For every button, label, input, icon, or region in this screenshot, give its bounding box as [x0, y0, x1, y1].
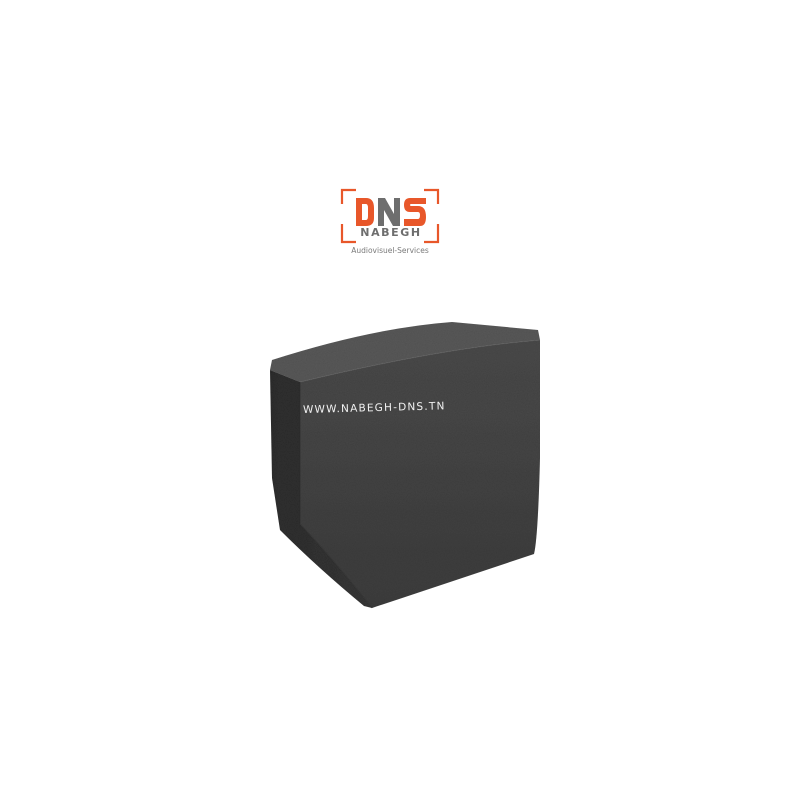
foam-cube	[270, 322, 541, 609]
dns-monogram-icon	[340, 188, 440, 244]
cube-front-face	[300, 340, 540, 608]
brand-name: NABEGH	[360, 226, 422, 239]
brand-tagline: Audiovisuel-Services	[351, 246, 429, 255]
brand-logo: NABEGH Audiovisuel-Services	[330, 186, 450, 262]
cube-side-face	[270, 370, 372, 608]
cube-top-face	[270, 322, 540, 382]
